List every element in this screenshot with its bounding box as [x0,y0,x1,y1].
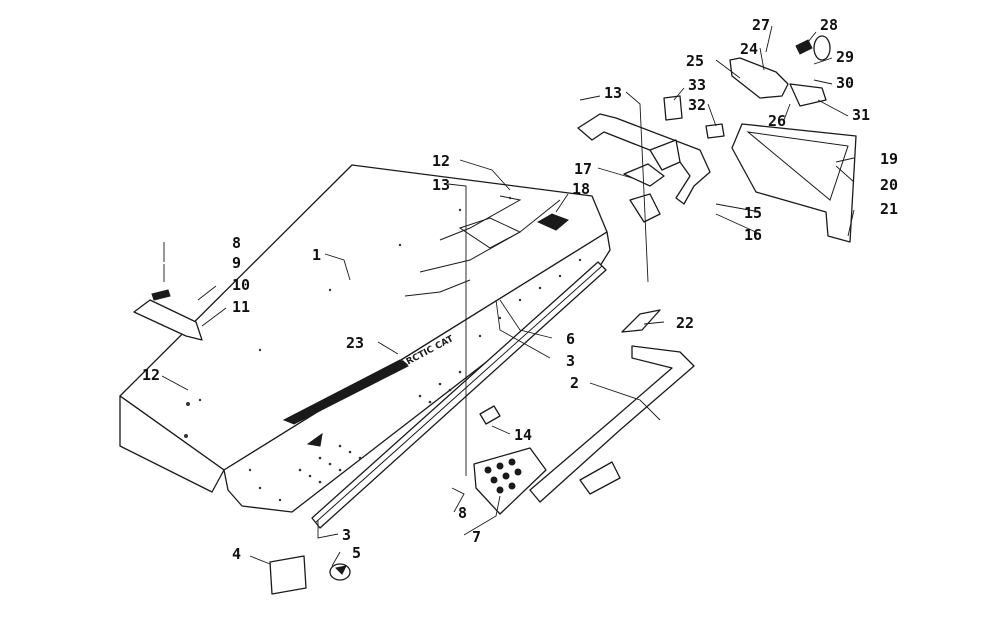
callout-18: 18 [572,180,590,198]
callout-29: 29 [836,48,854,66]
callout-12: 12 [432,152,450,170]
callout-16: 16 [744,226,762,244]
callout-19: 19 [880,150,898,168]
mount-bracket-part [479,405,501,425]
callout-27: 27 [752,16,770,34]
callout-13: 13 [604,84,622,102]
gas-cap-part [536,213,569,231]
snow-flap-part [731,123,857,243]
callout-17: 17 [574,160,592,178]
callout-8: 8 [458,504,467,522]
hitch-pin-part [729,35,831,107]
callout-31: 31 [852,106,870,124]
callout-3: 3 [342,526,351,544]
callout-3: 3 [566,352,575,370]
callout-8: 8 [232,234,241,252]
reflector-part [621,309,661,333]
leader-lines [161,25,855,567]
callout-6: 6 [566,330,575,348]
callout-4: 4 [232,545,241,563]
tunnel-part: ARCTIC CAT [119,164,611,513]
foot-plate-part [473,447,547,515]
callout-2: 2 [570,374,579,392]
grommet-part [329,563,351,581]
license-plate-part [269,555,307,595]
callout-26: 26 [768,112,786,130]
callout-5: 5 [352,544,361,562]
rear-bumper-part [529,345,695,503]
callout-14: 14 [514,426,532,444]
hitch-bracket-part [577,95,725,223]
callout-11: 11 [232,298,250,316]
callout-13: 13 [432,176,450,194]
callout-1: 1 [312,246,321,264]
front-bracket-part [133,289,203,341]
side-rail-part [311,261,607,529]
callout-32: 32 [688,96,706,114]
callout-21: 21 [880,200,898,218]
callout-28: 28 [820,16,838,34]
callout-labels: 1 2 3 3 4 5 6 7 8 8 9 10 11 12 12 13 13 … [142,16,898,563]
callout-33: 33 [688,76,706,94]
callout-12: 12 [142,366,160,384]
callout-23: 23 [346,334,364,352]
callout-7: 7 [472,528,481,546]
callout-24: 24 [740,40,758,58]
callout-25: 25 [686,52,704,70]
callout-10: 10 [232,276,250,294]
callout-22: 22 [676,314,694,332]
tunnel-perforations [184,196,582,502]
callout-15: 15 [744,204,762,222]
callout-20: 20 [880,176,898,194]
callout-9: 9 [232,254,241,272]
callout-30: 30 [836,74,854,92]
